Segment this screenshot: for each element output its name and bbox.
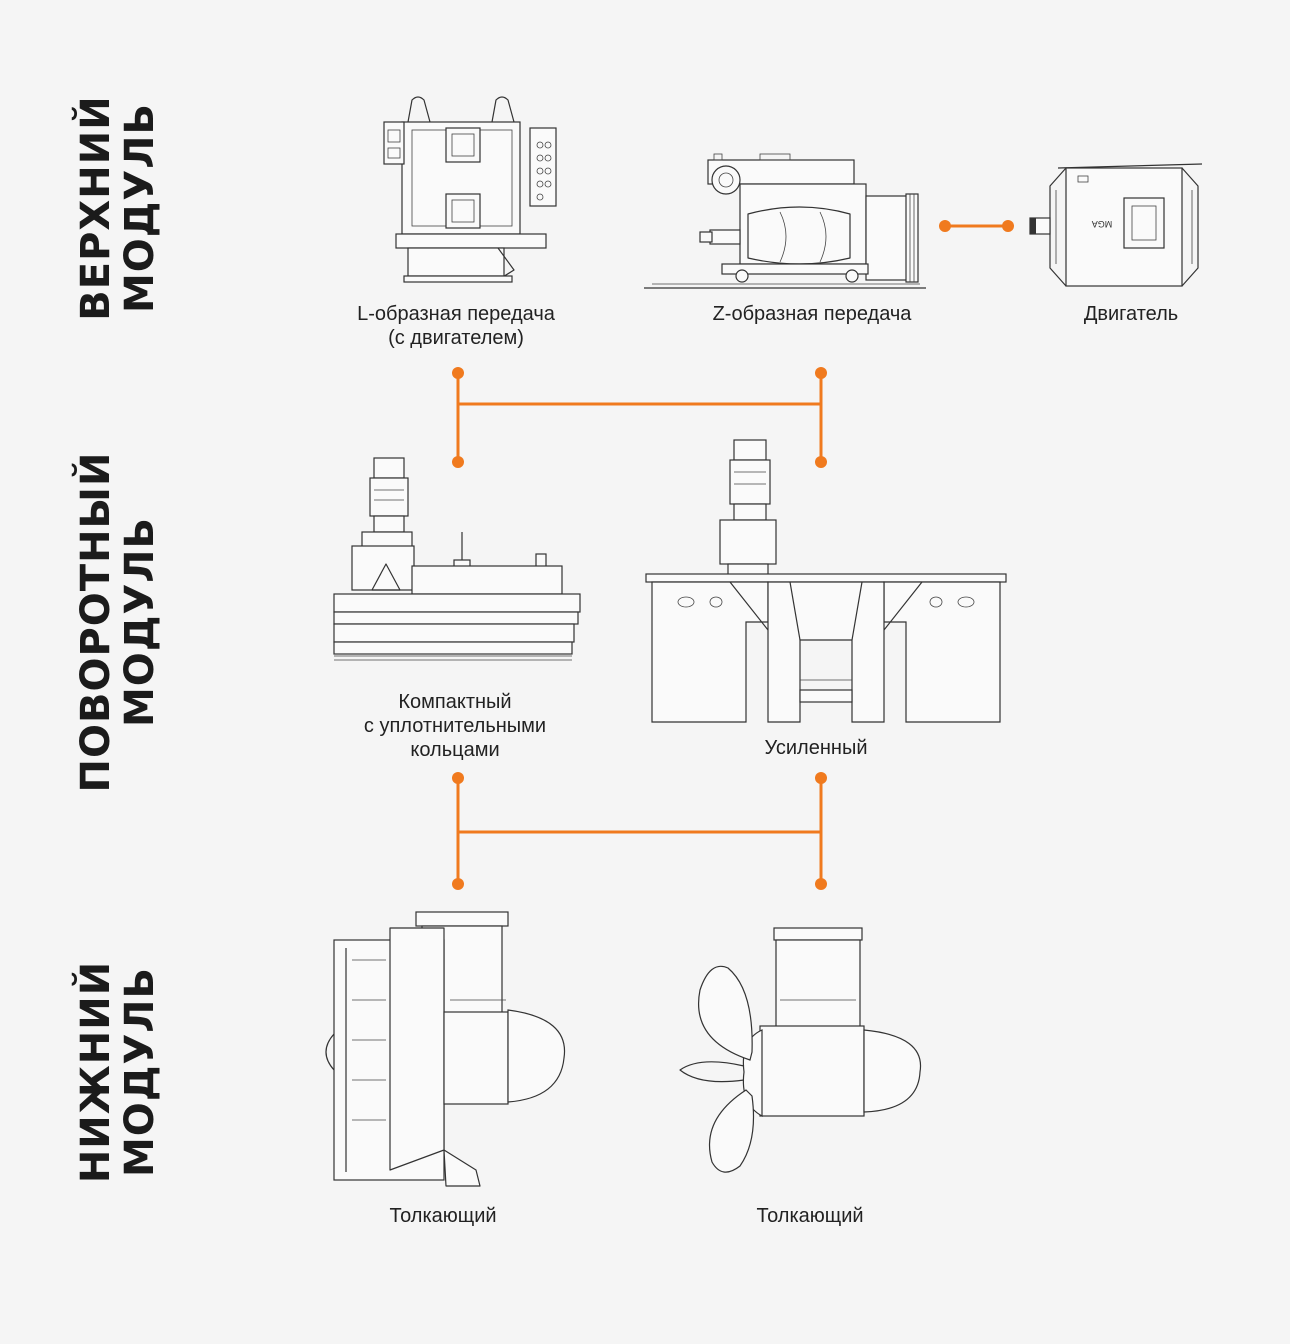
caption-motor: Двигатель [1084, 302, 1178, 326]
motor-nameplate: MGA [1092, 219, 1113, 229]
caption-line: с уплотнительными [363, 715, 547, 737]
caption-line: Толкающий [389, 1205, 497, 1227]
caption-pusher-nozzle: Толкающий [389, 1204, 496, 1228]
caption-z-drive: Z-образная передача [713, 302, 912, 326]
connector-top-rotary [452, 367, 827, 468]
reinforced-rotary-drawing [645, 439, 1007, 723]
caption-compact: Компактный с уплотнительными кольцами [364, 690, 546, 762]
caption-line: L-образная передача [357, 303, 555, 325]
caption-line: Двигатель [1083, 303, 1179, 325]
motor-drawing: MGA [1029, 163, 1203, 287]
caption-line: (с двигателем) [388, 327, 524, 349]
caption-line: Толкающий [756, 1205, 864, 1227]
connector-rotary-bottom [452, 772, 827, 890]
caption-line: Z-образная передача [712, 303, 912, 325]
caption-reinforced: Усиленный [765, 736, 868, 760]
caption-line: кольцами [410, 739, 500, 761]
caption-pusher-open: Толкающий [756, 1204, 863, 1228]
l-drive-drawing [383, 96, 557, 283]
caption-line: Усиленный [764, 737, 868, 759]
z-drive-drawing [644, 153, 926, 289]
pusher-open-drawing [679, 927, 922, 1173]
caption-l-drive: L-образная передача (с двигателем) [357, 302, 555, 350]
connector-motor-zdrive [939, 220, 1014, 232]
caption-line: Компактный [398, 691, 512, 713]
pusher-nozzle-drawing [325, 911, 566, 1187]
compact-rotary-drawing [333, 457, 581, 661]
